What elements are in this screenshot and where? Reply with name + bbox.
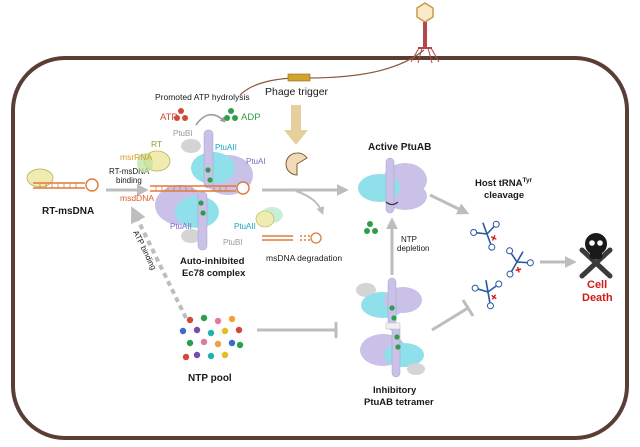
ntp-dot [182,353,190,361]
skull-icon [579,233,613,279]
trna-icon [471,280,503,310]
hydrolysis-arrow [195,113,226,126]
trna-group [470,220,534,310]
cell-wall [11,56,629,440]
adp-molecules [224,108,238,121]
ntp-dot [221,327,229,335]
ntp-dot [193,326,201,334]
ptubi-bottom-label: PtuBI [223,238,243,247]
auto-inhibited-label-1: Auto-inhibited [180,256,245,267]
ptuaii-top-label: PtuAII [215,143,237,152]
ntp-dot [207,352,215,360]
host-trna-label-1: Host tRNATyr [475,177,533,189]
cleavage-arrow [429,193,470,215]
tetramer-inhibition-line [431,306,469,332]
ntp-dot [207,329,215,337]
ntp-dot [186,316,194,324]
ptuai-top-label: PtuAI [246,157,266,166]
ntp-dot [221,351,229,359]
ntp-dot [228,315,236,323]
released-ptuaii [255,207,283,228]
atp-label: ATP [160,112,178,123]
auto-inhibited-complex [137,129,253,251]
ntp-dot [214,317,222,325]
inhibitory-label-1: Inhibitory [373,385,417,396]
ptuaii-bottom-right-label: PtuAII [234,222,256,231]
ntp-dot [186,339,194,347]
msddna-label: msdDNA [120,193,154,203]
phage-icon [410,2,440,64]
rt-msdna-icon [26,168,99,192]
ntp-dot [179,327,187,335]
ntp-molecules-small [364,221,378,234]
cell-label: Cell [587,279,607,291]
ptuaii-bottom-left-label: PtuAII [170,222,192,231]
ntp-dot [236,341,244,349]
host-trna-label-2: cleavage [484,190,524,201]
phage-trigger-arrow [284,105,308,145]
ntp-depletion-label-1: NTP [401,235,417,244]
promoted-atp-label: Promoted ATP hydrolysis [155,92,250,102]
host-trna-superscript: Tyr [523,177,533,184]
atp-molecules [174,108,188,121]
ntp-dot [214,340,222,348]
death-label: Death [582,292,613,304]
phage-dna-segment [287,73,311,82]
ntp-dot [200,338,208,346]
trna-icon [470,220,500,251]
auto-inhibited-label-2: Ec78 complex [182,268,246,279]
rt-msdna-label: RT-msDNA [42,206,94,217]
ntp-dot [193,351,201,359]
rt-label: RT [151,139,162,149]
inhibitory-label-2: PtuAB tetramer [364,397,434,408]
trna-icon [506,247,534,278]
adp-label: ADP [241,112,261,123]
ntp-pool [179,314,244,361]
atp-binding-arrow [131,206,188,319]
ptubi-top-label: PtuBI [173,129,193,138]
msrrna-label: msrRNA [120,152,152,162]
degradation-arrow [295,190,324,215]
tetramer-inhibition-bar [461,299,475,317]
inhibitory-tetramer [356,277,425,378]
ntp-dot [235,326,243,334]
binding-label-1: RT-msDNA [109,167,150,176]
ntp-pool-label: NTP pool [188,373,232,384]
active-ptuab-label: Active PtuAB [368,142,431,153]
ntp-dot [200,314,208,322]
pacman-nuclease-icon [285,152,308,176]
binding-label-2: binding [116,176,142,185]
phage-trigger-label: Phage trigger [265,86,329,98]
degraded-msdna-icon [262,232,322,244]
active-ptuab [358,157,427,214]
ntp-depletion-label-2: depletion [397,244,429,253]
msdna-degradation-label: msDNA degradation [266,253,342,263]
ntp-dot [228,339,236,347]
